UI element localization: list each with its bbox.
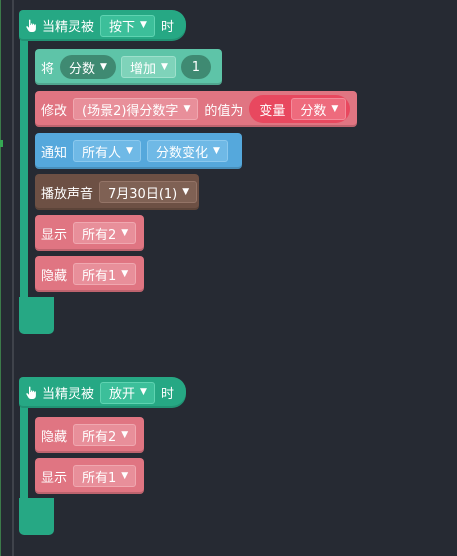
event-type-value: 按下 — [109, 20, 136, 35]
variable-reporter[interactable]: 变量 分数 ▼ — [249, 95, 351, 123]
hide-block[interactable]: 隐藏 所有1 ▼ — [35, 256, 144, 292]
pointing-hand-icon — [26, 19, 36, 32]
show-block[interactable]: 显示 所有2 ▼ — [35, 215, 144, 251]
variable-reporter-label: 变量 — [259, 103, 286, 119]
show-target-value: 所有2 — [82, 227, 117, 243]
hide-block[interactable]: 隐藏 所有2 ▼ — [35, 417, 144, 453]
show-target-dropdown[interactable]: 所有2 ▼ — [73, 222, 137, 244]
triangle-down-icon: ▼ — [126, 145, 133, 156]
triangle-down-icon: ▼ — [160, 61, 168, 72]
change-verb-text: 将 — [41, 61, 55, 77]
event-hat-released[interactable]: 当精灵被 放开 ▼ 时 — [19, 377, 186, 408]
event-stack-spine — [20, 402, 28, 502]
notify-message-dropdown[interactable]: 分数变化 ▼ — [146, 140, 228, 162]
notify-message-value: 分数变化 — [155, 145, 208, 161]
hat-prefix-text: 当精灵被 — [42, 387, 95, 402]
triangle-down-icon: ▼ — [182, 186, 190, 197]
play-sound-block[interactable]: 播放声音 7月30日(1) ▼ — [35, 174, 199, 210]
change-variable-block[interactable]: 将 分数 ▼ 增加 ▼ 1 — [35, 49, 222, 85]
event-type-dropdown[interactable]: 放开 ▼ — [100, 381, 155, 404]
hide-verb-text: 隐藏 — [41, 429, 68, 445]
modify-target-dropdown[interactable]: (场景2)得分数字 ▼ — [73, 98, 199, 120]
hat-prefix-text: 当精灵被 — [42, 20, 95, 35]
sound-verb-text: 播放声音 — [41, 186, 94, 202]
triangle-down-icon: ▼ — [100, 61, 107, 72]
triangle-down-icon: ▼ — [140, 20, 147, 30]
show-verb-text: 显示 — [41, 470, 68, 486]
hide-target-dropdown[interactable]: 所有2 ▼ — [73, 424, 137, 446]
triangle-down-icon: ▼ — [121, 470, 129, 481]
hide-target-value: 所有2 — [82, 429, 117, 445]
edge-marker — [0, 140, 3, 147]
hat-suffix-text: 时 — [160, 20, 174, 35]
variable-name: 分数 — [69, 61, 96, 77]
modify-value-block[interactable]: 修改 (场景2)得分数字 ▼ 的值为 变量 分数 ▼ — [35, 91, 357, 127]
triangle-down-icon: ▼ — [212, 145, 220, 156]
event-type-value: 放开 — [109, 387, 136, 402]
hide-target-value: 所有1 — [82, 268, 117, 284]
hide-target-dropdown[interactable]: 所有1 ▼ — [73, 263, 137, 285]
variable-dropdown[interactable]: 分数 ▼ — [60, 55, 116, 79]
event-hat-pressed[interactable]: 当精灵被 按下 ▼ 时 — [19, 10, 186, 41]
triangle-down-icon: ▼ — [183, 103, 191, 114]
modify-mid-text: 的值为 — [204, 103, 244, 119]
triangle-down-icon: ▼ — [140, 387, 147, 397]
show-target-value: 所有1 — [82, 470, 117, 486]
variable-reporter-dropdown[interactable]: 分数 ▼ — [291, 98, 347, 120]
variable-reporter-value: 分数 — [300, 103, 327, 119]
change-action-dropdown[interactable]: 增加 ▼ — [120, 56, 176, 78]
event-stack-foot — [19, 297, 54, 334]
show-block[interactable]: 显示 所有1 ▼ — [35, 458, 144, 494]
sound-dropdown[interactable]: 7月30日(1) ▼ — [99, 181, 198, 203]
show-verb-text: 显示 — [41, 227, 68, 243]
event-stack-spine — [20, 36, 28, 298]
sound-value: 7月30日(1) — [108, 186, 178, 202]
event-type-dropdown[interactable]: 按下 ▼ — [100, 14, 155, 37]
change-action-value: 增加 — [129, 61, 156, 77]
triangle-down-icon: ▼ — [121, 268, 129, 279]
notify-recipient-value: 所有人 — [82, 145, 122, 161]
triangle-down-icon: ▼ — [121, 429, 129, 440]
modify-target-value: (场景2)得分数字 — [82, 103, 179, 119]
modify-verb-text: 修改 — [41, 103, 68, 119]
pointing-hand-icon — [26, 386, 36, 399]
hide-verb-text: 隐藏 — [41, 268, 68, 284]
notify-verb-text: 通知 — [41, 145, 68, 161]
notify-block[interactable]: 通知 所有人 ▼ 分数变化 ▼ — [35, 133, 242, 169]
triangle-down-icon: ▼ — [331, 103, 339, 114]
triangle-down-icon: ▼ — [121, 227, 129, 238]
workspace-left-border — [0, 0, 1, 556]
notify-recipient-dropdown[interactable]: 所有人 ▼ — [73, 140, 141, 162]
workspace-guide-line — [12, 0, 14, 556]
amount-input[interactable]: 1 — [180, 55, 211, 79]
hat-suffix-text: 时 — [160, 387, 174, 402]
show-target-dropdown[interactable]: 所有1 ▼ — [73, 465, 137, 487]
event-stack-foot — [19, 498, 54, 535]
